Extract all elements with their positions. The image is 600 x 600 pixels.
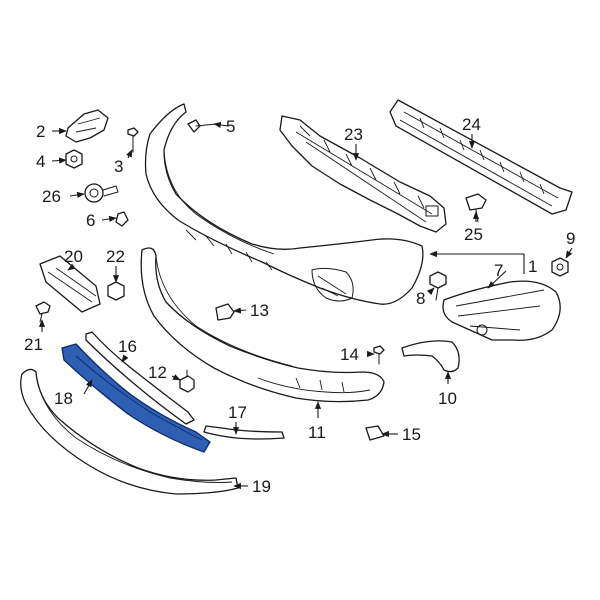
leader-lines (38, 121, 573, 490)
part-7-bracket (442, 280, 561, 341)
callout-11: 11 (308, 423, 326, 442)
callout-8: 8 (416, 289, 425, 308)
part-3-screw (127, 127, 139, 153)
callout-13: 13 (250, 301, 269, 320)
part-8-bolt (429, 271, 447, 301)
callout-15: 15 (402, 425, 421, 444)
part-1-bumper-cover (144, 103, 424, 305)
part-10-bezel (401, 340, 460, 373)
callout-14: 14 (340, 345, 359, 364)
callout-22: 22 (106, 247, 125, 266)
part-20-license-bracket (39, 255, 101, 313)
callout-19: 19 (252, 477, 271, 496)
part-6-clip (115, 211, 129, 227)
callout-17: 17 (228, 403, 247, 422)
callout-21: 21 (24, 335, 43, 354)
part-21-screw (35, 301, 51, 323)
callout-24: 24 (462, 115, 481, 134)
part-17-trim-strip (203, 425, 285, 440)
callout-16: 16 (118, 337, 137, 356)
callout-7: 7 (494, 261, 503, 280)
callout-1: 1 (528, 257, 537, 276)
part-24-reinforcement (389, 99, 573, 215)
callout-6: 6 (86, 211, 95, 230)
callout-25: 25 (464, 225, 483, 244)
part-9-nut (551, 257, 569, 277)
part-14-screw (373, 345, 385, 365)
part-23-absorber (279, 115, 447, 233)
callout-12: 12 (148, 363, 167, 382)
callout-26: 26 (42, 187, 61, 206)
callout-2: 2 (36, 122, 45, 141)
part-22-nut (107, 281, 125, 301)
part-5-screw (187, 119, 217, 133)
callout-20: 20 (64, 247, 83, 266)
part-13-clip (215, 303, 235, 321)
callout-9: 9 (566, 229, 575, 248)
highlight-shape (61, 343, 211, 453)
callout-10: 10 (438, 389, 457, 408)
part-18-grille-highlighted (61, 343, 211, 453)
callout-labels: 2 4 3 5 26 6 23 24 25 9 1 7 8 20 22 21 1… (24, 115, 575, 496)
callout-18: 18 (54, 389, 73, 408)
part-15-clip (365, 425, 385, 441)
part-16-trim-strip (85, 331, 195, 425)
callout-3: 3 (114, 157, 123, 176)
part-26-grommet (84, 183, 119, 203)
part-4-nut (65, 149, 83, 169)
callout-23: 23 (344, 125, 363, 144)
callout-5: 5 (226, 117, 235, 136)
part-2-bracket (65, 109, 109, 143)
part-11-lower-cover (140, 247, 385, 403)
part-12-bolt (179, 369, 195, 393)
callout-4: 4 (36, 152, 45, 171)
